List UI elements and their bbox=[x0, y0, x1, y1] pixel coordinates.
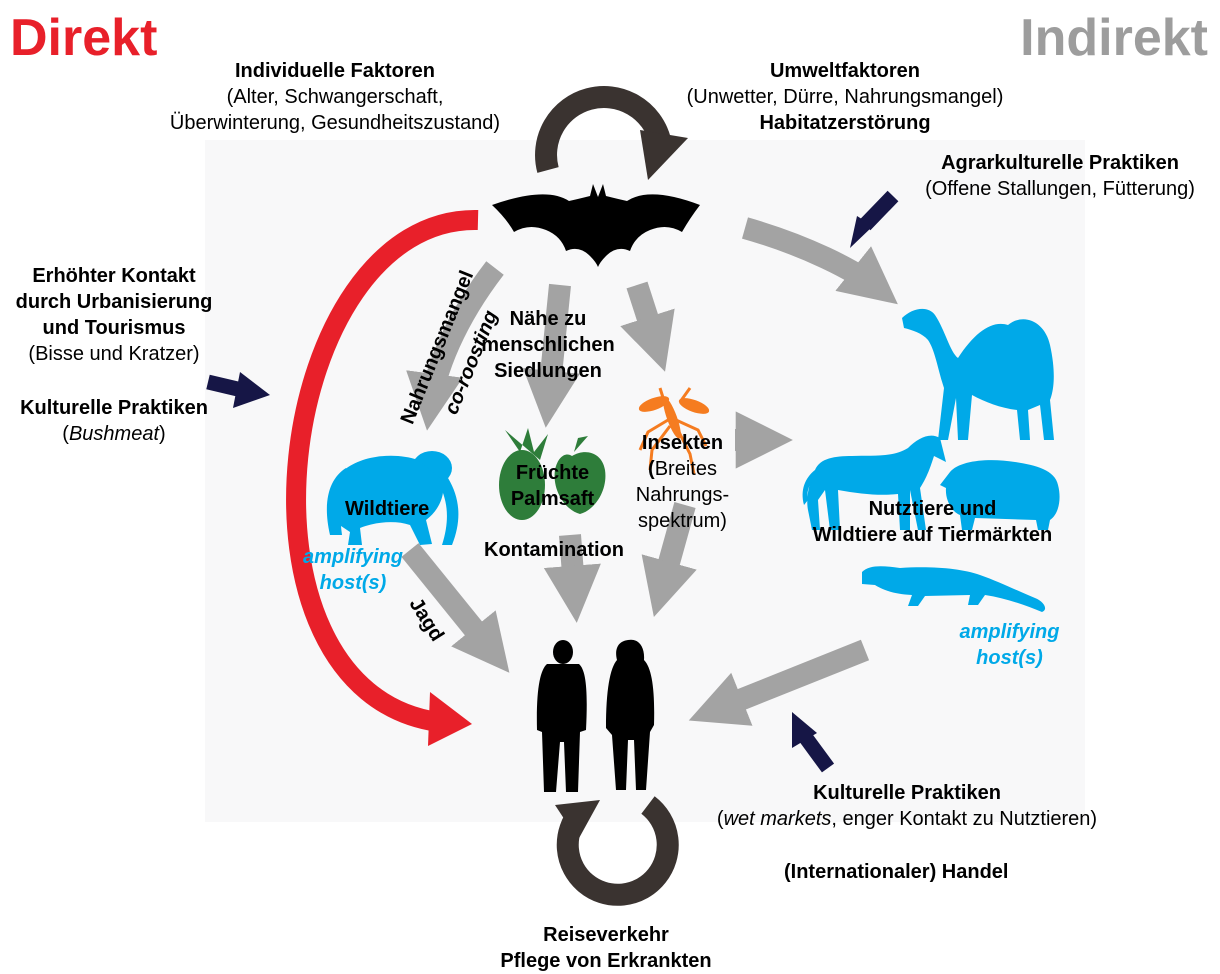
left-cultural-title: Kulturelle Praktiken bbox=[20, 397, 208, 419]
individual-factors-line1: (Alter, Schwangerschaft, bbox=[226, 86, 444, 108]
right-cultural-detail: (wet markets, enger Kontakt zu Nutztiere… bbox=[692, 806, 1122, 832]
camel-icon bbox=[902, 308, 1054, 440]
left-cultural-bushmeat: Bushmeat bbox=[68, 423, 160, 445]
arrow-wildtiere-human bbox=[401, 543, 510, 673]
indirect-header: Indirekt bbox=[1020, 9, 1208, 67]
trade-label: (Internationaler) Handel bbox=[784, 861, 1009, 883]
individual-factors-title: Individuelle Faktoren bbox=[234, 60, 436, 82]
left-contact-block: Erhöhter Kontakt durch Urbanisierung und… bbox=[0, 263, 228, 367]
insekten-open: ( bbox=[648, 458, 655, 480]
navy-arrow-bottom-right bbox=[792, 712, 835, 773]
bat-icon bbox=[492, 184, 700, 267]
fruechte-line1: Früchte bbox=[515, 462, 590, 484]
fruechte-label: Früchte Palmsaft bbox=[490, 460, 615, 512]
naehe-line1: Nähe zu bbox=[509, 308, 587, 330]
insekten-line1: Insekten bbox=[641, 432, 724, 454]
environment-factors-line1: (Unwetter, Dürre, Nahrungsmangel) bbox=[686, 86, 1004, 108]
nutztiere-label: Nutztiere und Wildtiere auf Tiermärkten bbox=[795, 496, 1070, 548]
agrar-practices-title: Agrarkulturelle Praktiken bbox=[941, 152, 1179, 174]
environment-factors-title: Umweltfaktoren bbox=[769, 60, 921, 82]
civet-icon bbox=[862, 566, 1046, 612]
bottom-cycle-arrow bbox=[555, 796, 679, 906]
agrar-practices: Agrarkulturelle Praktiken (Offene Stallu… bbox=[905, 150, 1215, 202]
right-cultural-title: Kulturelle Praktiken bbox=[813, 782, 1001, 804]
direct-arc-arrow bbox=[286, 209, 479, 746]
naehe-line2: menschlichen bbox=[481, 334, 615, 356]
bottom-line2: Pflege von Erkrankten bbox=[500, 950, 712, 972]
agrar-practices-line1: (Offene Stallungen, Fütterung) bbox=[925, 178, 1195, 200]
direct-header: Direkt bbox=[10, 9, 158, 67]
amplifying-right: amplifying host(s) bbox=[942, 619, 1077, 671]
arrow-nutztiere-human bbox=[688, 639, 870, 726]
arrow-fruechte-human bbox=[543, 534, 601, 623]
horse-icon bbox=[802, 435, 946, 530]
arrow-bat-insekten bbox=[620, 281, 675, 372]
man-icon bbox=[536, 640, 587, 792]
insekten-line3: Nahrungs- bbox=[635, 484, 730, 506]
insekten-line4: spektrum) bbox=[638, 510, 727, 532]
arrow-bat-fruechte bbox=[522, 283, 580, 428]
left-cultural-practices: Kulturelle Praktiken (Bushmeat) bbox=[0, 395, 228, 447]
navy-arrows bbox=[206, 190, 899, 773]
left-contact-line2: durch Urbanisierung bbox=[15, 291, 213, 313]
right-cultural-rest: , enger Kontakt zu Nutztieren) bbox=[831, 808, 1098, 830]
insekten-label: Insekten (Breites Nahrungs- spektrum) bbox=[625, 430, 740, 534]
arrow-bat-nutztiere bbox=[741, 217, 898, 305]
amplifying-left-line2: host(s) bbox=[319, 572, 387, 594]
fruit-icon bbox=[499, 428, 606, 520]
humans-icon bbox=[536, 639, 655, 792]
arrow-bat-wildtiere bbox=[406, 261, 504, 431]
flow-arrows bbox=[401, 217, 898, 726]
navy-arrow-left bbox=[206, 372, 270, 408]
individual-factors: Individuelle Faktoren (Alter, Schwangers… bbox=[140, 58, 530, 136]
environment-factors: Umweltfaktoren (Unwetter, Dürre, Nahrung… bbox=[662, 58, 1028, 136]
insekten-breites: Breites bbox=[654, 458, 717, 480]
nutztiere-line2: Wildtiere auf Tiermärkten bbox=[812, 524, 1053, 546]
amplifying-left: amplifying host(s) bbox=[288, 544, 418, 596]
kontamination-label: Kontamination bbox=[484, 539, 624, 561]
fruechte-line2: Palmsaft bbox=[510, 488, 595, 510]
left-cultural-close: ) bbox=[159, 423, 166, 445]
left-contact-line4: (Bisse und Kratzer) bbox=[28, 343, 200, 365]
habitat-destruction: Habitatzerstörung bbox=[759, 112, 931, 134]
nutztiere-line1: Nutztiere und bbox=[868, 498, 997, 520]
monkey-icon bbox=[326, 451, 459, 545]
amplifying-right-line2: host(s) bbox=[976, 647, 1043, 669]
right-cultural-open: ( bbox=[716, 808, 724, 830]
woman-icon bbox=[606, 639, 655, 790]
left-contact-line3: und Tourismus bbox=[42, 317, 186, 339]
insekten-line2: (Breites bbox=[625, 456, 740, 482]
naehe-line3: Siedlungen bbox=[494, 360, 602, 382]
wildtiere-label: Wildtiere bbox=[345, 498, 430, 520]
right-cultural-practices: Kulturelle Praktiken (wet markets, enger… bbox=[692, 780, 1122, 832]
left-cultural-detail: (Bushmeat) bbox=[0, 421, 228, 447]
bottom-line1: Reiseverkehr bbox=[543, 924, 669, 946]
left-cultural-open: ( bbox=[62, 423, 69, 445]
left-contact-line1: Erhöhter Kontakt bbox=[32, 265, 196, 287]
bottom-label: Reiseverkehr Pflege von Erkrankten bbox=[470, 922, 742, 974]
mosquito-icon bbox=[638, 387, 710, 475]
individual-factors-line2: Überwinterung, Gesundheitszustand) bbox=[169, 112, 501, 134]
arrow-insekten-human bbox=[641, 502, 697, 618]
top-cycle-arrow bbox=[535, 86, 688, 180]
naehe-label: Nähe zu menschlichen Siedlungen bbox=[468, 306, 628, 384]
amplifying-left-line1: amplifying bbox=[302, 546, 403, 568]
amplifying-right-line1: amplifying bbox=[959, 621, 1060, 643]
navy-arrow-agrar bbox=[850, 190, 899, 248]
right-cultural-wetmarkets: wet markets bbox=[723, 808, 832, 830]
pig-icon bbox=[940, 460, 1060, 530]
